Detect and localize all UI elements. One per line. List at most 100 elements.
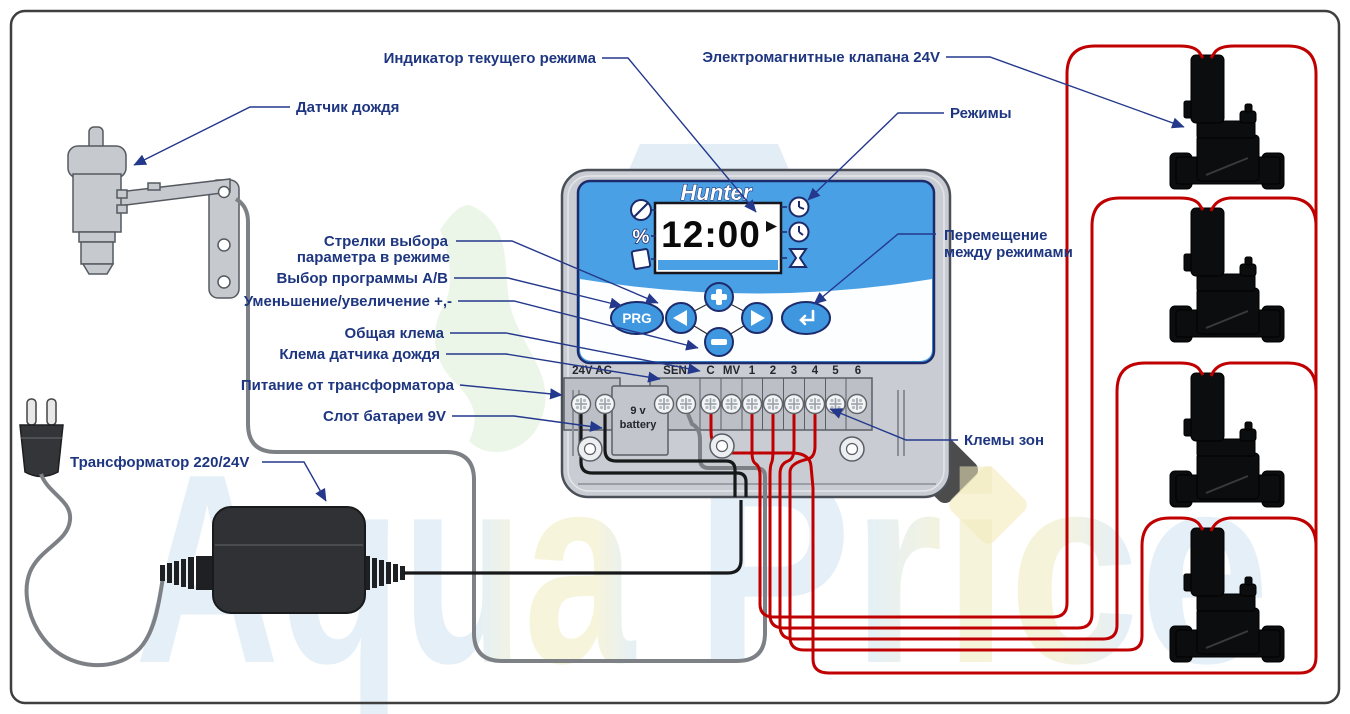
terminal-label-zone6: 6 — [855, 365, 861, 377]
terminal-screw — [700, 393, 721, 415]
minus-icon — [711, 339, 727, 345]
terminal-screw — [762, 393, 784, 415]
display-right-icons — [781, 196, 810, 268]
leader-mode-indicator — [602, 57, 757, 213]
terminal-label-24vac: 24V AC — [572, 365, 612, 377]
common-branch-valve4 — [1209, 516, 1318, 547]
strain-relief-left — [160, 556, 216, 590]
sensor-tab — [116, 204, 128, 214]
label-valves: Электромагнитные клапана 24V — [702, 49, 940, 66]
leader-incdec — [458, 300, 699, 351]
lcd-bottom-strip — [658, 260, 778, 270]
display-left-icons: % — [630, 199, 656, 270]
label-move-line2: между режимами — [944, 244, 1073, 261]
mounting-hole — [577, 436, 603, 462]
terminal-screw — [653, 393, 675, 415]
terminal-screw — [846, 393, 868, 415]
terminal-screw — [783, 393, 805, 415]
common-branch-valve2 — [1209, 196, 1318, 227]
diagram-border — [9, 9, 1341, 705]
leader-valves — [946, 56, 1185, 129]
power-cable — [404, 500, 743, 575]
mounting-hole — [709, 433, 735, 459]
terminal-label-zone1: 1 — [749, 365, 756, 377]
enter-button — [781, 301, 831, 335]
terminal-screw — [741, 393, 763, 415]
label-power: Питание от трансформатора — [241, 377, 455, 394]
label-program: Выбор программы A/B — [276, 270, 448, 287]
power-wire-2 — [603, 410, 737, 497]
mode-pointer-icon — [766, 221, 777, 232]
zone-2-wire — [768, 196, 1205, 630]
power-plug — [19, 398, 64, 478]
prg-button-label: PRG — [622, 311, 651, 326]
enter-arrow-icon — [799, 309, 815, 326]
plug-prong — [26, 398, 37, 426]
rain-sensor-device — [67, 126, 240, 299]
plug-cable — [24, 473, 165, 667]
terminal-screw — [594, 393, 616, 415]
sensor-cap — [67, 145, 127, 179]
percent-icon: % — [633, 227, 650, 248]
terminal-screw — [721, 393, 742, 415]
label-modes: Режимы — [950, 105, 1012, 122]
sensor-tab — [116, 189, 128, 199]
bracket-hole — [217, 185, 231, 199]
leader-battery — [452, 415, 603, 432]
terminal-label-zone3: 3 — [791, 365, 797, 377]
battery-label-line1: 9 v — [630, 405, 646, 417]
plug-prong — [46, 398, 57, 426]
display-time: 12:00 — [661, 214, 761, 255]
leader-rain-terminal — [446, 353, 661, 383]
solenoid-valve-2 — [1169, 207, 1285, 343]
bracket-hole — [217, 275, 231, 289]
hunter-logo: Hunter — [681, 180, 753, 205]
label-battery-slot: Слот батареи 9V — [323, 408, 446, 425]
left-arrow-icon — [673, 310, 687, 326]
leader-zones — [829, 408, 958, 441]
battery-label-line2: battery — [620, 419, 658, 431]
terminal-screw — [570, 393, 592, 415]
zone-3-wire — [778, 361, 1205, 641]
plug-body — [19, 424, 64, 478]
leader-program — [454, 277, 623, 309]
terminal-label-zone5: 5 — [832, 365, 839, 377]
label-move-line1: Перемещение — [944, 227, 1048, 244]
sensor-body — [72, 173, 122, 233]
terminal-screw — [675, 393, 697, 415]
prg-button — [610, 301, 664, 335]
label-arrows-line1: Стрелки выбора — [324, 233, 449, 250]
sensor-collar — [78, 231, 116, 243]
mounting-hole — [839, 436, 865, 462]
hourglass-icon — [788, 248, 808, 268]
label-arrows-line2: параметра в режиме — [297, 249, 450, 266]
terminal-screw — [804, 393, 826, 415]
terminal-label-mv: MV — [723, 365, 741, 377]
watermark-diamond-yellow — [949, 466, 1027, 544]
label-mode-indicator: Индикатор текущего режима — [384, 50, 597, 67]
leader-transformer — [262, 461, 327, 502]
leader-common — [450, 332, 701, 375]
label-rain-sensor: Датчик дождя — [296, 99, 399, 116]
power-wire-1 — [579, 410, 748, 497]
controller: Hunter 12:00 % — [560, 168, 952, 499]
leader-power — [459, 384, 563, 400]
label-zones: Клемы зон — [964, 432, 1044, 449]
sensor-tip — [81, 263, 115, 275]
leader-modes — [807, 112, 944, 201]
label-common: Общая клема — [345, 325, 445, 342]
sensor-lower — [80, 241, 114, 265]
bracket-tab — [147, 182, 161, 191]
terminal-label-c: C — [706, 365, 714, 377]
terminal-label-zone4: 4 — [812, 365, 819, 377]
zone-1-wire — [750, 44, 1205, 619]
terminal-label-sen: SEN — [663, 365, 687, 377]
watering-can-icon — [630, 248, 652, 270]
watermark-leaf-shape — [434, 205, 546, 453]
terminal-label-zone2: 2 — [770, 365, 776, 377]
transformer-device — [160, 506, 405, 614]
label-rain-terminal: Клема датчика дождя — [279, 346, 440, 363]
leader-move — [813, 233, 936, 305]
